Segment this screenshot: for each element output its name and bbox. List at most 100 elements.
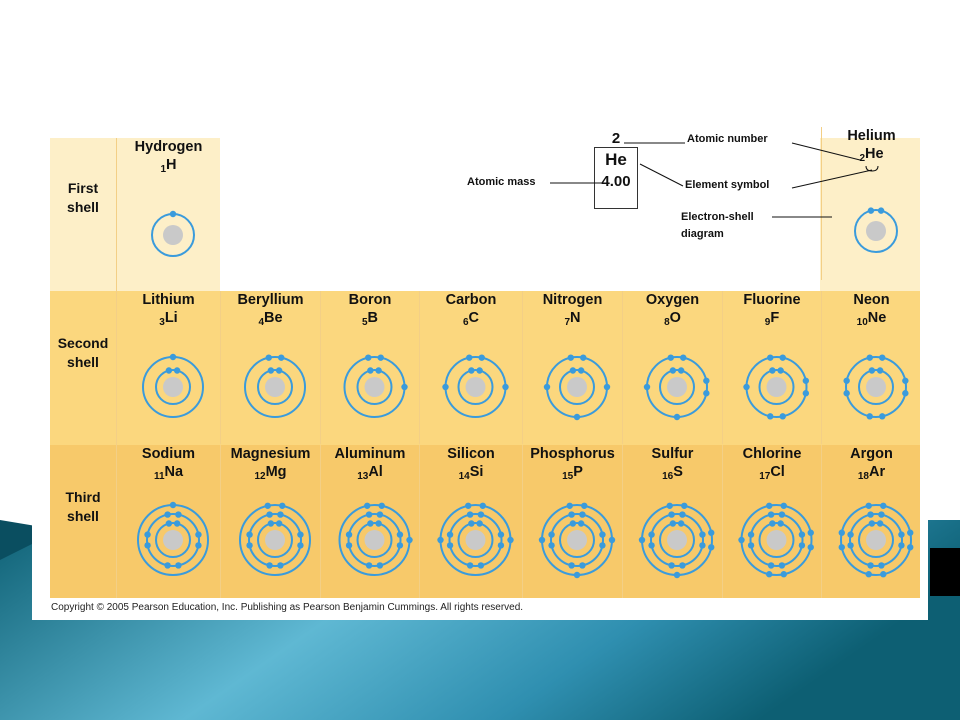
electron-shell-ring (840, 504, 912, 576)
electron-dot (865, 571, 872, 578)
electron-dot (580, 354, 587, 361)
element-symbol: 6C (420, 309, 522, 332)
electron-dot (599, 531, 606, 538)
element-name: Silicon (447, 446, 495, 462)
key-atomic-mass: 4.00 (601, 173, 631, 190)
electron-shell-diagram (743, 354, 810, 420)
nucleus (265, 377, 285, 397)
nucleus (766, 377, 787, 397)
element-symbol: 13Al (321, 463, 419, 486)
electron-shell-diagram (142, 353, 204, 418)
electron-dot (703, 377, 710, 384)
electron-shell-ring (457, 369, 494, 405)
electron-dot (876, 520, 884, 527)
electron-dot (396, 542, 404, 549)
nucleus (667, 377, 687, 397)
symbol-text: Mg (265, 464, 287, 480)
electron-dot (778, 511, 786, 518)
electron-shell-ring (448, 513, 503, 567)
electron-dot (780, 571, 787, 578)
symbol-text: N (570, 310, 581, 326)
atomic-number: 4 (258, 317, 264, 328)
electron-dot (581, 502, 588, 509)
callout-atomic-number: Atomic number (687, 133, 768, 145)
electron-dot (807, 544, 814, 551)
nucleus (163, 530, 183, 550)
electron-dot (747, 531, 755, 538)
electron-dot (275, 520, 283, 527)
electron-dot (577, 367, 585, 374)
electron-dot (879, 354, 886, 361)
element-name: Neon (853, 292, 890, 308)
electron-dot (866, 413, 873, 420)
electron-dot (375, 367, 382, 374)
element-name: Helium (847, 128, 896, 144)
symbol-text: Li (164, 310, 178, 326)
electron-dot (708, 529, 715, 536)
electron-dot (798, 531, 806, 538)
electron-dot (666, 502, 673, 509)
electron-dot (579, 562, 586, 569)
electron-dot (468, 367, 475, 374)
electron-shell-ring (356, 522, 393, 558)
symbol-text: Si (469, 464, 484, 480)
electron-dot (279, 502, 286, 509)
symbol-text: B (367, 310, 379, 326)
nucleus (364, 377, 385, 397)
atomic-number: 17 (759, 471, 771, 482)
electron-dot (173, 520, 181, 527)
electron-dot (767, 562, 775, 569)
electron-dot (437, 536, 444, 544)
electron-dot (807, 529, 814, 536)
electron-dot (365, 354, 372, 361)
electron-dot (648, 542, 655, 549)
electron-dot (673, 571, 681, 579)
electron-dot (838, 544, 845, 551)
electron-dot (867, 562, 874, 569)
electron-dot (569, 367, 577, 374)
element-symbol: 12Mg (221, 463, 320, 486)
element-name: Phosphorus (530, 446, 615, 462)
electron-dot (743, 383, 750, 391)
electron-dot (548, 542, 555, 549)
electron-shell-diagram (838, 502, 914, 578)
electron-dot (365, 562, 373, 569)
electron-dot (880, 502, 887, 509)
electron-dot (144, 542, 151, 549)
electron-dot (468, 520, 475, 527)
electron-dot (878, 511, 885, 518)
nucleus (866, 530, 886, 550)
nucleus (364, 530, 385, 550)
electron-dot (780, 502, 787, 509)
electron-dot (396, 531, 404, 538)
symbol-text: P (573, 464, 583, 480)
electron-dot (880, 571, 887, 578)
electron-dot (867, 511, 874, 518)
electron-dot (767, 354, 774, 361)
electron-shell-ring (854, 209, 898, 253)
electron-dot (769, 367, 776, 374)
electron-shell-diagram (538, 502, 616, 579)
electron-dot (907, 544, 914, 551)
electron-shell-diagram (643, 354, 710, 421)
electron-dot (577, 520, 585, 527)
electron-dot (266, 511, 273, 518)
electron-shell-ring (849, 513, 903, 567)
electron-dot (548, 531, 555, 538)
electron-shell-ring (550, 513, 604, 567)
symbol-text: H (166, 157, 177, 173)
electron-dot (699, 542, 706, 549)
element-name: Oxygen (645, 292, 700, 308)
electron-dot (466, 562, 474, 569)
electron-dot (367, 367, 374, 374)
electron-shell-ring (650, 513, 704, 567)
